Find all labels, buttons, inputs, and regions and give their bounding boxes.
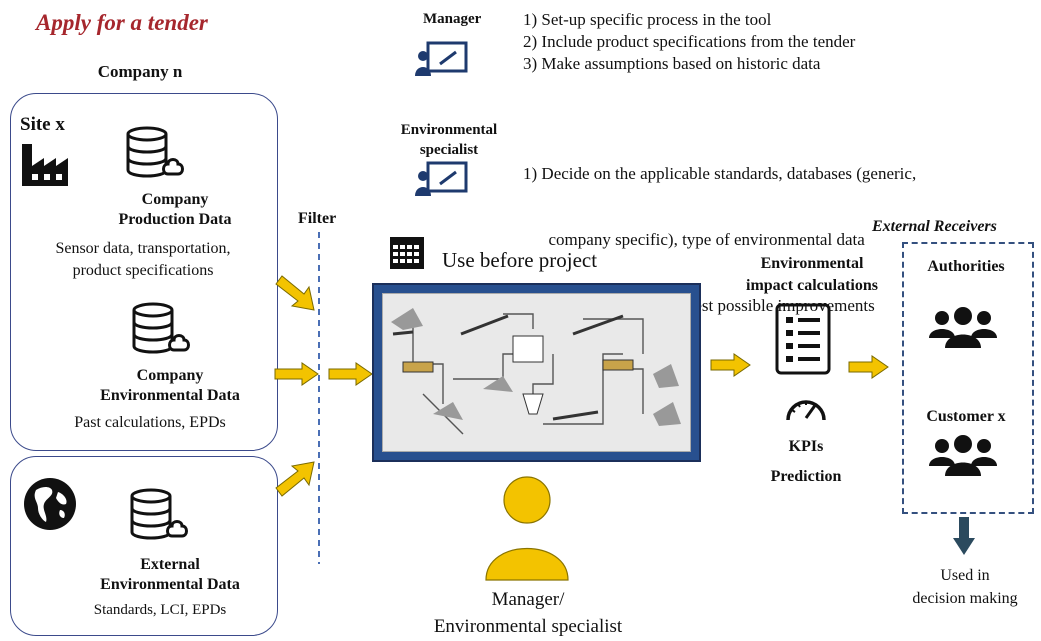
company-box bbox=[10, 93, 278, 451]
manager-tasks: 1) Set-up specific process in the tool 2… bbox=[523, 9, 855, 75]
site-label: Site x bbox=[20, 114, 65, 135]
authorities-label: Authorities bbox=[927, 258, 1005, 275]
process-tool-screen bbox=[372, 283, 701, 462]
process-flowsheet bbox=[382, 293, 691, 452]
kpis-label: KPIs bbox=[788, 438, 824, 455]
manager-task: 3) Make assumptions based on historic da… bbox=[523, 54, 821, 73]
process-flowsheet-drawing bbox=[391, 308, 681, 435]
external-title: External Environmental Data bbox=[100, 556, 240, 593]
environmental-desc: Past calculations, EPDs bbox=[74, 414, 226, 431]
globe-icon bbox=[24, 478, 76, 530]
checklist-icon bbox=[775, 303, 831, 375]
filter-line bbox=[318, 232, 320, 564]
filter-label: Filter bbox=[298, 210, 337, 227]
production-title: Company Production Data bbox=[118, 191, 232, 228]
presentation-icon bbox=[415, 161, 468, 196]
people-icon bbox=[929, 435, 997, 476]
user-caption: Manager/ Environmental specialist bbox=[433, 589, 623, 637]
arrow-down bbox=[953, 517, 975, 555]
factory-icon bbox=[22, 144, 68, 186]
external-desc: Standards, LCI, EPDs bbox=[93, 602, 227, 618]
people-icon bbox=[929, 307, 997, 348]
external-box bbox=[10, 456, 278, 636]
specialist-task: 1) Decide on the applicable standards, d… bbox=[523, 164, 917, 183]
database-icon bbox=[132, 302, 190, 354]
decision-label: Used in decision making bbox=[912, 567, 1018, 607]
presentation-icon bbox=[415, 41, 468, 76]
arrow-right bbox=[274, 362, 319, 386]
customer-label: Customer x bbox=[926, 408, 1006, 425]
database-icon bbox=[130, 488, 188, 540]
arrow-right-down bbox=[275, 275, 315, 311]
manager-task: 2) Include product specifications from t… bbox=[523, 32, 856, 51]
receivers-title: External Receivers bbox=[872, 218, 997, 235]
person-icon bbox=[485, 476, 569, 581]
arrow-right bbox=[848, 355, 889, 379]
arrow-right-up bbox=[275, 461, 315, 497]
receivers-box bbox=[902, 242, 1034, 514]
gauge-icon bbox=[786, 400, 826, 421]
manager-label: Manager bbox=[423, 11, 482, 27]
specialist-label: Environmental specialist bbox=[400, 122, 498, 158]
production-desc: Sensor data, transportation, product spe… bbox=[55, 240, 231, 279]
calendar-icon bbox=[390, 237, 424, 269]
specialist-task: company specific), type of environmental… bbox=[523, 230, 865, 249]
company-label: Company n bbox=[97, 62, 183, 81]
arrow-right bbox=[328, 362, 373, 386]
arrow-right bbox=[710, 353, 751, 377]
use-before-label: Use before project bbox=[442, 248, 598, 272]
prediction-label: Prediction bbox=[770, 468, 842, 485]
manager-task: 1) Set-up specific process in the tool bbox=[523, 10, 772, 29]
environmental-title: Company Environmental Data bbox=[100, 367, 240, 404]
impact-title: Environmental impact calculations bbox=[746, 255, 878, 294]
page-title: Apply for a tender bbox=[36, 10, 208, 35]
database-icon bbox=[126, 126, 184, 178]
